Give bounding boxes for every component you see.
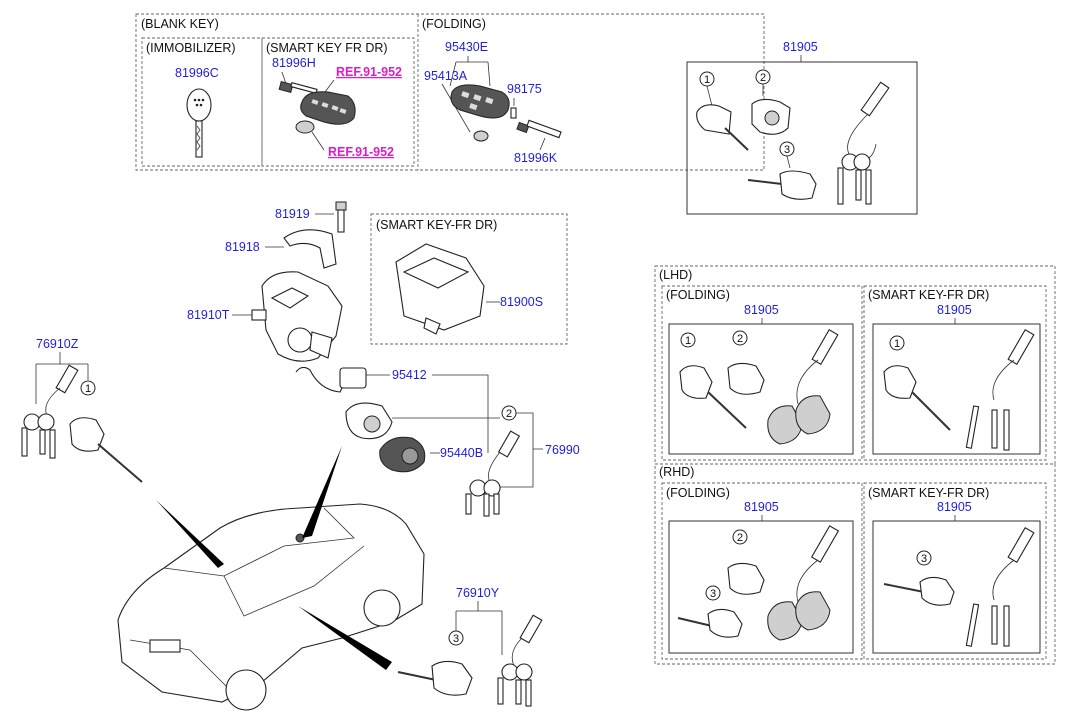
lock-set-top-group: 81905 1 2 3 — [686, 40, 918, 215]
callout-3-rhd-f: 3 — [710, 588, 716, 600]
callout-2-rhd-f: 2 — [737, 532, 743, 544]
immobilizer-label: (IMMOBILIZER) — [146, 41, 236, 55]
ignition-switch-icon — [345, 402, 393, 440]
vehicle-illustration — [117, 446, 425, 711]
trunk-cylinder-icon — [397, 660, 473, 696]
key-set-mid-icon — [465, 430, 521, 517]
trunk-lock-icon — [747, 170, 817, 200]
rhd-group: (RHD) (FOLDING) (SMART KEY-FR DR) 81905 … — [654, 463, 1056, 665]
callout-1-lhd-f: 1 — [685, 335, 691, 347]
folding-battery-icon — [473, 130, 489, 142]
keys-with-tag-icon — [837, 81, 890, 205]
smart-key-fr-dr-mid-frame — [370, 213, 568, 345]
part-98175[interactable]: 98175 — [507, 82, 542, 96]
blank-key-frame — [135, 13, 765, 171]
rhd-frame — [654, 463, 1056, 665]
blank-key-group: (BLANK KEY) (IMMOBILIZER) 81996C (SMART … — [135, 13, 765, 171]
part-95430E[interactable]: 95430E — [445, 40, 488, 54]
rhd-smart-parts-icon — [883, 527, 1035, 647]
part-76910Z[interactable]: 76910Z — [36, 337, 79, 351]
door-lock-cylinder-icon — [696, 104, 749, 151]
smart-key-fr-dr-frame — [261, 37, 415, 167]
immobilizer-frame — [141, 37, 263, 167]
part-81905-lhd-smart[interactable]: 81905 — [937, 303, 972, 317]
start-button-icon — [379, 436, 426, 473]
trunk-lock-group: 76910Y 3 — [397, 586, 543, 707]
part-81996K[interactable]: 81996K — [514, 151, 558, 165]
coin-battery-icon — [295, 120, 315, 134]
callout-2-lhd-f: 2 — [737, 333, 743, 345]
folding-label: (FOLDING) — [422, 17, 486, 31]
callout-3-bottom: 3 — [453, 633, 459, 645]
keys-bottom-icon — [497, 614, 543, 707]
smart-key-fr-dr-mid-label: (SMART KEY-FR DR) — [376, 218, 497, 232]
rhd-folding-label: (FOLDING) — [666, 486, 730, 500]
pin-icon — [510, 107, 517, 119]
door-cylinder-left-icon — [69, 417, 143, 483]
lhd-folding-label: (FOLDING) — [666, 288, 730, 302]
lhd-smart-parts-icon — [883, 329, 1035, 451]
part-81910T[interactable]: 81910T — [187, 308, 230, 322]
smart-key-module-icon — [395, 243, 485, 335]
callout-1-lhd-s: 1 — [894, 338, 900, 350]
part-81996H[interactable]: 81996H — [272, 56, 316, 70]
callout-3-rhd-s: 3 — [921, 553, 927, 565]
callout-1: 1 — [704, 74, 710, 86]
part-81905-rhd-smart[interactable]: 81905 — [937, 500, 972, 514]
antenna-harness-icon — [295, 366, 367, 393]
folding-blade-icon — [516, 119, 562, 139]
ref-91-952-top[interactable]: REF.91-952 — [336, 65, 402, 79]
lhd-folding-parts-icon — [679, 329, 839, 445]
rhd-folding-parts-icon — [677, 525, 840, 641]
callout-3: 3 — [784, 144, 790, 156]
smart-key-fob-icon — [300, 91, 356, 125]
rhd-smart-key-label: (SMART KEY-FR DR) — [868, 486, 989, 500]
part-81900S[interactable]: 81900S — [500, 295, 543, 309]
part-95440B[interactable]: 95440B — [440, 446, 483, 460]
folding-key-fob-icon — [450, 84, 510, 119]
part-95413A[interactable]: 95413A — [424, 69, 468, 83]
part-81905-rhd-folding[interactable]: 81905 — [744, 500, 779, 514]
bolt-icon — [335, 201, 347, 233]
rhd-label: (RHD) — [659, 465, 694, 479]
steering-lock-body-icon — [251, 271, 343, 362]
ignition-lock-icon — [751, 98, 791, 135]
callout-2: 2 — [760, 72, 766, 84]
lhd-smart-key-label: (SMART KEY-FR DR) — [868, 288, 989, 302]
part-81919[interactable]: 81919 — [275, 207, 310, 221]
callout-1-left: 1 — [85, 383, 91, 395]
lock-set-top-frame — [686, 61, 918, 215]
part-95412[interactable]: 95412 — [392, 368, 427, 382]
lhd-label: (LHD) — [659, 268, 692, 282]
ignition-group: 81919 81918 81910T (SMART KEY-FR DR) 819… — [21, 201, 580, 517]
ref-91-952-bottom[interactable]: REF.91-952 — [328, 145, 394, 159]
part-81905-lhd-folding[interactable]: 81905 — [744, 303, 779, 317]
part-76910Y[interactable]: 76910Y — [456, 586, 500, 600]
part-81905-top[interactable]: 81905 — [783, 40, 818, 54]
callout-2-mid: 2 — [506, 408, 512, 420]
part-81918[interactable]: 81918 — [225, 240, 260, 254]
immobilizer-key-icon — [186, 88, 212, 158]
lhd-group: (LHD) (FOLDING) (SMART KEY-FR DR) 81905 … — [654, 265, 1056, 465]
blank-key-label: (BLANK KEY) — [141, 17, 219, 31]
smart-key-fr-dr-label: (SMART KEY FR DR) — [266, 41, 388, 55]
keys-left-icon — [21, 364, 79, 459]
emergency-key-icon — [278, 80, 318, 94]
bracket-icon — [283, 229, 337, 269]
part-76990[interactable]: 76990 — [545, 443, 580, 457]
part-81996C[interactable]: 81996C — [175, 66, 219, 80]
